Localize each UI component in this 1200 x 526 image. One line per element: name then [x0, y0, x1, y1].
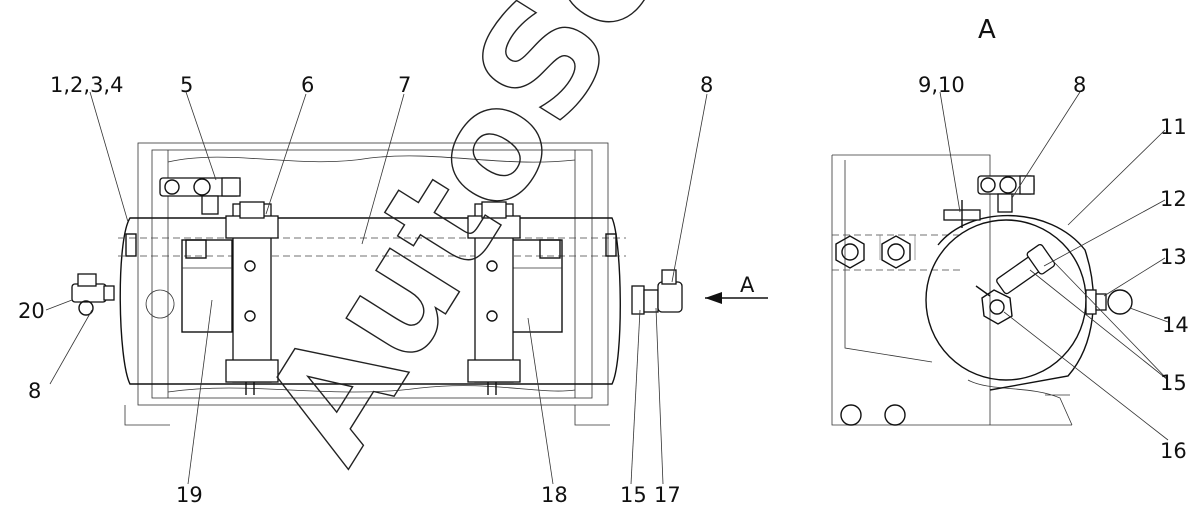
callout-7: 7: [398, 73, 411, 97]
end-fitting-right: [631, 269, 683, 315]
callout-15: 15: [620, 483, 647, 507]
callout-1-2-3-4: 1,2,3,4: [50, 73, 123, 97]
arrow-label: A: [740, 273, 755, 297]
pressure-connector: [996, 243, 1056, 295]
callout-14: 14: [1162, 313, 1189, 337]
callout-13: 13: [1160, 245, 1187, 269]
top-valve-fitting: [159, 177, 241, 215]
side-view: [71, 142, 683, 426]
leader-lines: [45, 91, 1169, 485]
view-arrow: A: [705, 273, 768, 304]
callout-6: 6: [301, 73, 314, 97]
callout-18: 18: [541, 483, 568, 507]
callout-8-top: 8: [700, 73, 713, 97]
strap-clamp-right: [467, 201, 521, 395]
callout-9-10: 9,10: [918, 73, 965, 97]
callout-8-right: 8: [1073, 73, 1086, 97]
callout-11: 11: [1160, 115, 1187, 139]
callout-labels: 1,2,3,4 5 6 7 8 20 8 19 18 15 17 9,10 8 …: [18, 15, 1189, 507]
strap-clamp-left: [225, 201, 279, 395]
callout-16: 16: [1160, 439, 1187, 463]
receiver-end-circle: [925, 219, 1087, 381]
view-label: A: [978, 15, 996, 45]
callout-15-right: 15: [1160, 371, 1187, 395]
support-block-left: [181, 239, 233, 333]
end-view-a: [831, 154, 1133, 426]
receiver-cylinder: [119, 217, 621, 385]
callout-12: 12: [1160, 187, 1187, 211]
callout-20: 20: [18, 299, 45, 323]
frame-nuts: [835, 235, 911, 426]
callout-5: 5: [180, 73, 193, 97]
callout-17: 17: [654, 483, 681, 507]
drain-valve-left: [71, 273, 115, 316]
callout-8-left: 8: [28, 379, 41, 403]
callout-19: 19: [176, 483, 203, 507]
frame-outline: [124, 142, 610, 426]
